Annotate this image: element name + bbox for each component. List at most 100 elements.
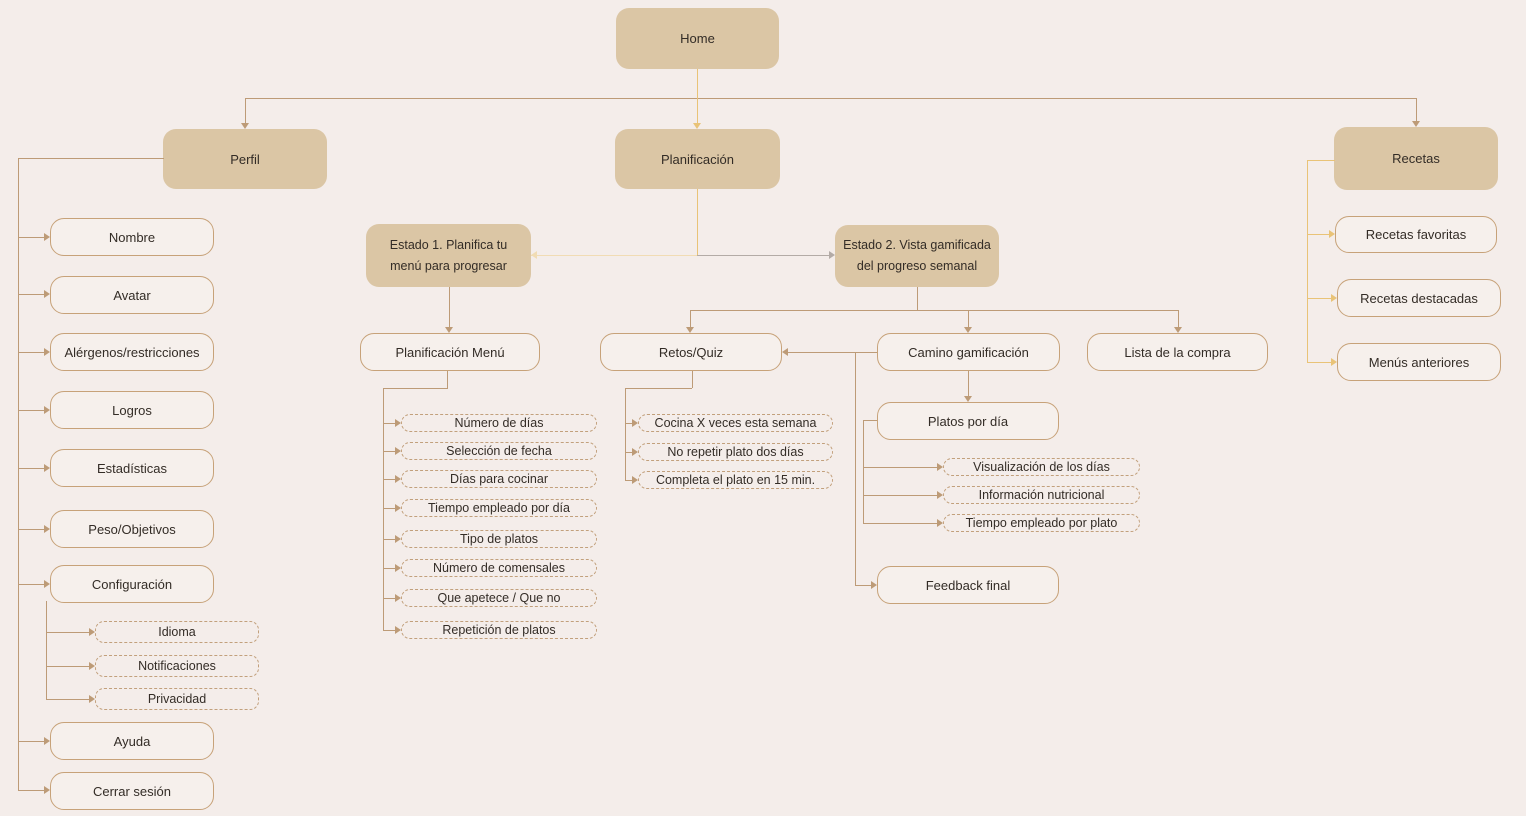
connector-arrowhead [1331,358,1337,366]
connector-arrowhead [937,463,943,471]
estado-2-line-2: del progreso semanal [856,259,978,273]
connector-segment [697,255,830,256]
connector-segment [383,479,396,480]
node-planificacion[interactable]: Planificación [615,129,780,189]
connector-arrowhead [44,786,50,794]
node-visualizacion-de-los-dias[interactable]: Visualización de los días [943,458,1140,476]
node-estadisticas[interactable]: Estadísticas [50,449,214,487]
node-privacidad[interactable]: Privacidad [95,688,259,710]
connector-segment [245,98,1417,99]
node-repeticion-de-platos[interactable]: Repetición de platos [401,621,597,639]
connector-arrowhead [44,525,50,533]
node-logros[interactable]: Logros [50,391,214,429]
node-seleccion-de-fecha[interactable]: Selección de fecha [401,442,597,460]
node-recetas[interactable]: Recetas [1334,127,1498,190]
node-completa-el-plato[interactable]: Completa el plato en 15 min. [638,471,833,489]
connector-arrowhead [395,504,401,512]
node-dias-para-cocinar[interactable]: Días para cocinar [401,470,597,488]
node-numero-de-comensales[interactable]: Número de comensales [401,559,597,577]
estado-1-line-1: Estado 1. Planifica tu [389,237,508,252]
connector-arrowhead [632,476,638,484]
connector-segment [863,495,938,496]
connector-segment [46,699,89,700]
connector-segment [46,601,47,699]
connector-arrowhead [241,123,249,129]
node-numero-de-dias[interactable]: Número de días [401,414,597,432]
node-planificacion-menu[interactable]: Planificación Menú [360,333,540,371]
node-tiempo-empleado-por-plato[interactable]: Tiempo empleado por plato [943,514,1140,532]
connector-segment [697,69,698,125]
connector-arrowhead [937,519,943,527]
connector-arrowhead [632,448,638,456]
node-estado-1[interactable]: Estado 1. Planifica tu menú para progres… [366,224,531,287]
node-nombre[interactable]: Nombre [50,218,214,256]
node-retos-quiz[interactable]: Retos/Quiz [600,333,782,371]
node-avatar[interactable]: Avatar [50,276,214,314]
node-cocina-x-veces[interactable]: Cocina X veces esta semana [638,414,833,432]
connector-segment [968,310,969,328]
node-tiempo-empleado-por-dia[interactable]: Tiempo empleado por día [401,499,597,517]
connector-segment [1416,99,1417,123]
node-platos-por-dia[interactable]: Platos por día [877,402,1059,440]
connector-arrowhead [44,737,50,745]
connector-arrowhead [395,475,401,483]
connector-segment [855,585,872,586]
connector-segment [18,410,44,411]
node-alergenos-restricciones[interactable]: Alérgenos/restricciones [50,333,214,371]
connector-arrowhead [964,327,972,333]
connector-segment [863,523,938,524]
connector-segment [383,630,396,631]
connector-segment [383,568,396,569]
node-tipo-de-platos[interactable]: Tipo de platos [401,530,597,548]
connector-segment [1307,234,1330,235]
connector-arrowhead [829,251,835,259]
node-home[interactable]: Home [616,8,779,69]
connector-arrowhead [871,581,877,589]
connector-segment [447,371,448,388]
connector-segment [863,420,864,524]
node-ayuda[interactable]: Ayuda [50,722,214,760]
connector-segment [1307,298,1332,299]
connector-segment [968,371,969,397]
node-que-apetece-que-no[interactable]: Que apetece / Que no [401,589,597,607]
estado-2-line-1: Estado 2. Vista gamificada [843,238,991,252]
node-recetas-favoritas[interactable]: Recetas favoritas [1335,216,1497,253]
connector-segment [18,352,44,353]
connector-segment [697,189,698,255]
node-menus-anteriores[interactable]: Menús anteriores [1337,343,1501,381]
connector-segment [18,529,44,530]
node-informacion-nutricional[interactable]: Información nutricional [943,486,1140,504]
connector-segment [46,666,89,667]
connector-arrowhead [89,695,95,703]
connector-segment [531,255,698,256]
node-camino-gamificacion[interactable]: Camino gamificación [877,333,1060,371]
connector-arrowhead [1412,121,1420,127]
connector-segment [383,388,448,389]
connector-arrowhead [395,626,401,634]
node-feedback-final[interactable]: Feedback final [877,566,1059,604]
node-peso-objetivos[interactable]: Peso/Objetivos [50,510,214,548]
connector-segment [18,294,44,295]
node-idioma[interactable]: Idioma [95,621,259,643]
connector-segment [863,420,877,421]
connector-segment [383,423,396,424]
connector-arrowhead [44,406,50,414]
node-recetas-destacadas[interactable]: Recetas destacadas [1337,279,1501,317]
node-no-repetir-plato[interactable]: No repetir plato dos días [638,443,833,461]
connector-arrowhead [44,464,50,472]
connector-segment [18,237,44,238]
node-notificaciones[interactable]: Notificaciones [95,655,259,677]
connector-arrowhead [395,594,401,602]
node-cerrar-sesion[interactable]: Cerrar sesión [50,772,214,810]
node-estado-2[interactable]: Estado 2. Vista gamificada del progreso … [835,225,999,287]
node-configuracion[interactable]: Configuración [50,565,214,603]
connector-segment [788,352,877,353]
connector-segment [383,451,396,452]
node-lista-de-la-compra[interactable]: Lista de la compra [1087,333,1268,371]
connector-segment [625,452,633,453]
connector-arrowhead [782,348,788,356]
connector-segment [449,287,450,328]
node-perfil[interactable]: Perfil [163,129,327,189]
connector-segment [1307,362,1332,363]
